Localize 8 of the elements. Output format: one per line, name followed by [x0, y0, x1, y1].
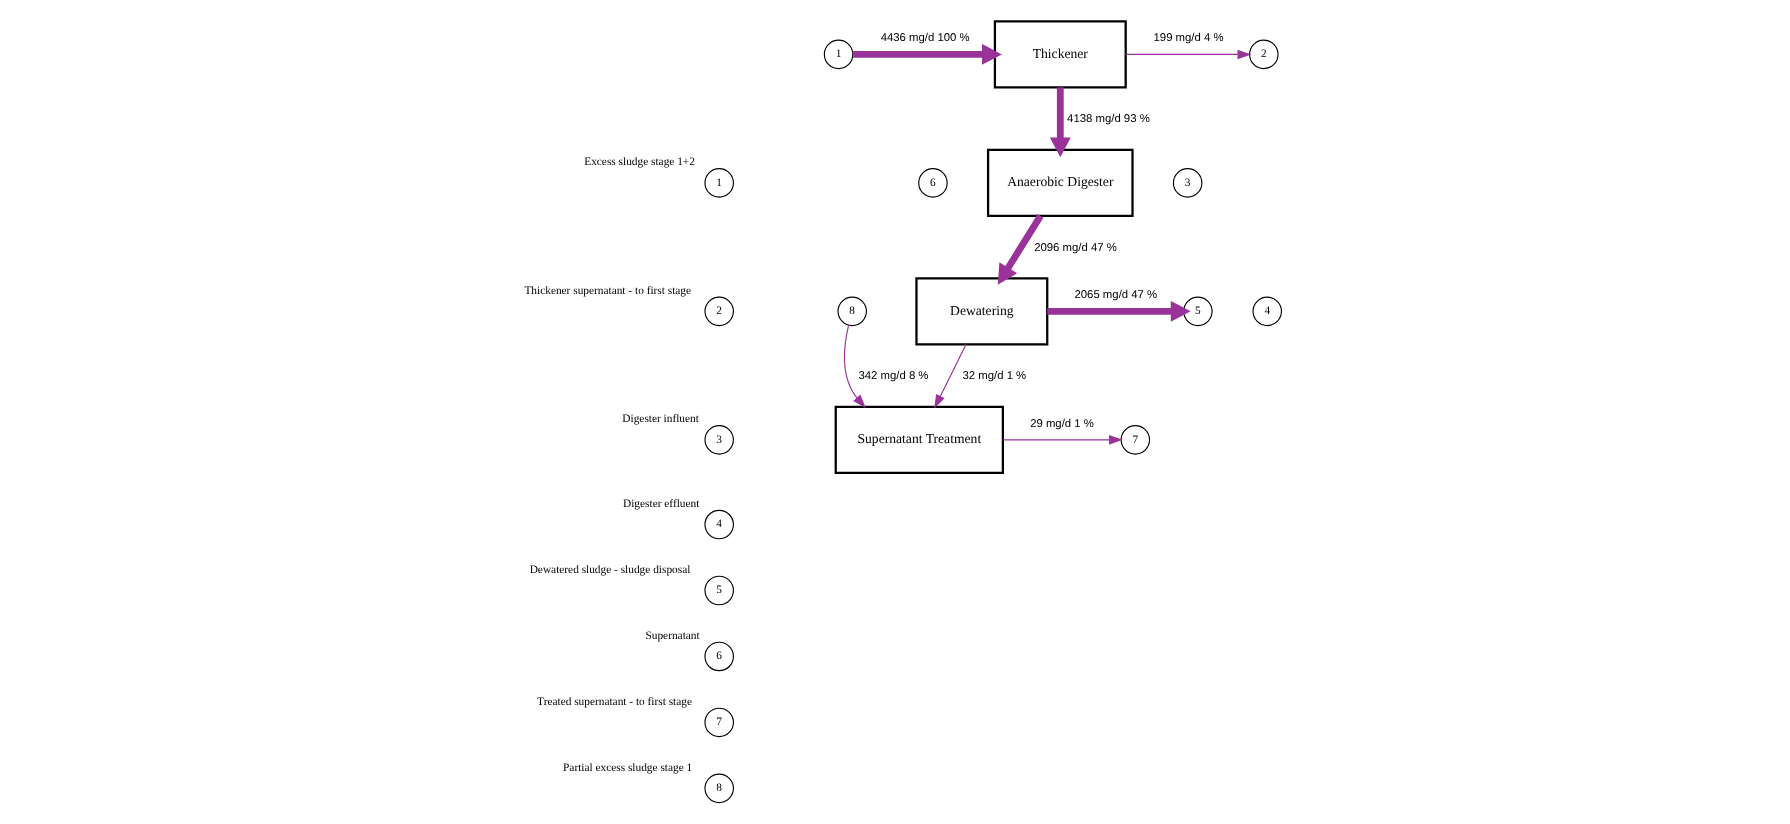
arrow: [1046, 300, 1190, 322]
arrow: [1048, 87, 1070, 158]
arrow: [843, 324, 865, 408]
arrow: [1001, 435, 1122, 445]
arrow: [996, 214, 1043, 285]
arrow: [1124, 49, 1251, 60]
arrow: [933, 343, 966, 409]
arrow: [852, 44, 1001, 65]
